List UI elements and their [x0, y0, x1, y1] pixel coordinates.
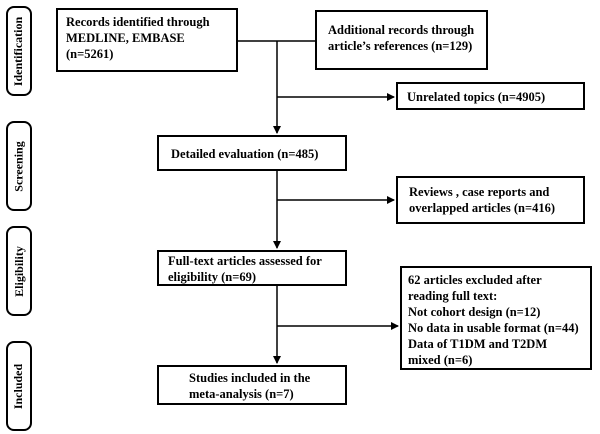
full-text-box: Full-text articles assessed for eligibil…	[157, 250, 347, 286]
studies-included-box: Studies included in the meta-analysis (n…	[157, 365, 347, 405]
box-line: Detailed evaluation (n=485)	[171, 147, 319, 161]
box-line: eligibility (n=69)	[168, 270, 257, 284]
records-identified-box: Records identified through MEDLINE, EMBA…	[56, 8, 238, 72]
box-line: meta-analysis (n=7)	[189, 387, 294, 401]
box-line: Unrelated topics (n=4905)	[407, 90, 546, 104]
stage-label: Identification	[11, 16, 26, 86]
box-line: Full-text articles assessed for	[168, 254, 322, 268]
box-line: (n=5261)	[66, 47, 114, 61]
box-line: 62 articles excluded after	[408, 273, 542, 287]
stage-identification: Identification	[6, 6, 32, 96]
stage-label: Included	[11, 363, 26, 409]
stage-screening: Screening	[6, 121, 32, 211]
box-line: No data in usable format (n=44)	[408, 321, 579, 335]
box-line: Studies included in the	[189, 371, 311, 385]
box-line: mixed (n=6)	[408, 353, 473, 367]
stage-eligibility: Eligibility	[6, 226, 32, 316]
excluded-articles-box: 62 articles excluded after reading full …	[400, 266, 592, 370]
box-line: MEDLINE, EMBASE	[66, 31, 185, 45]
box-line: Additional records through	[328, 23, 475, 37]
box-line: Not cohort design (n=12)	[408, 305, 541, 319]
box-line: Data of T1DM and T2DM	[408, 337, 548, 351]
stage-included: Included	[6, 341, 32, 431]
box-line: article’s references (n=129)	[328, 39, 473, 53]
stage-label: Screening	[11, 140, 26, 192]
box-line: overlapped articles (n=416)	[409, 201, 555, 215]
detailed-evaluation-box: Detailed evaluation (n=485)	[157, 135, 347, 171]
stage-label: Eligibility	[11, 245, 26, 297]
additional-records-box: Additional records through article’s ref…	[315, 10, 488, 70]
box-line: Records identified through	[66, 15, 210, 29]
reviews-box: Reviews , case reports and overlapped ar…	[396, 176, 585, 224]
box-line: reading full text:	[408, 289, 498, 303]
unrelated-topics-box: Unrelated topics (n=4905)	[396, 82, 585, 110]
box-line: Reviews , case reports and	[409, 185, 550, 199]
